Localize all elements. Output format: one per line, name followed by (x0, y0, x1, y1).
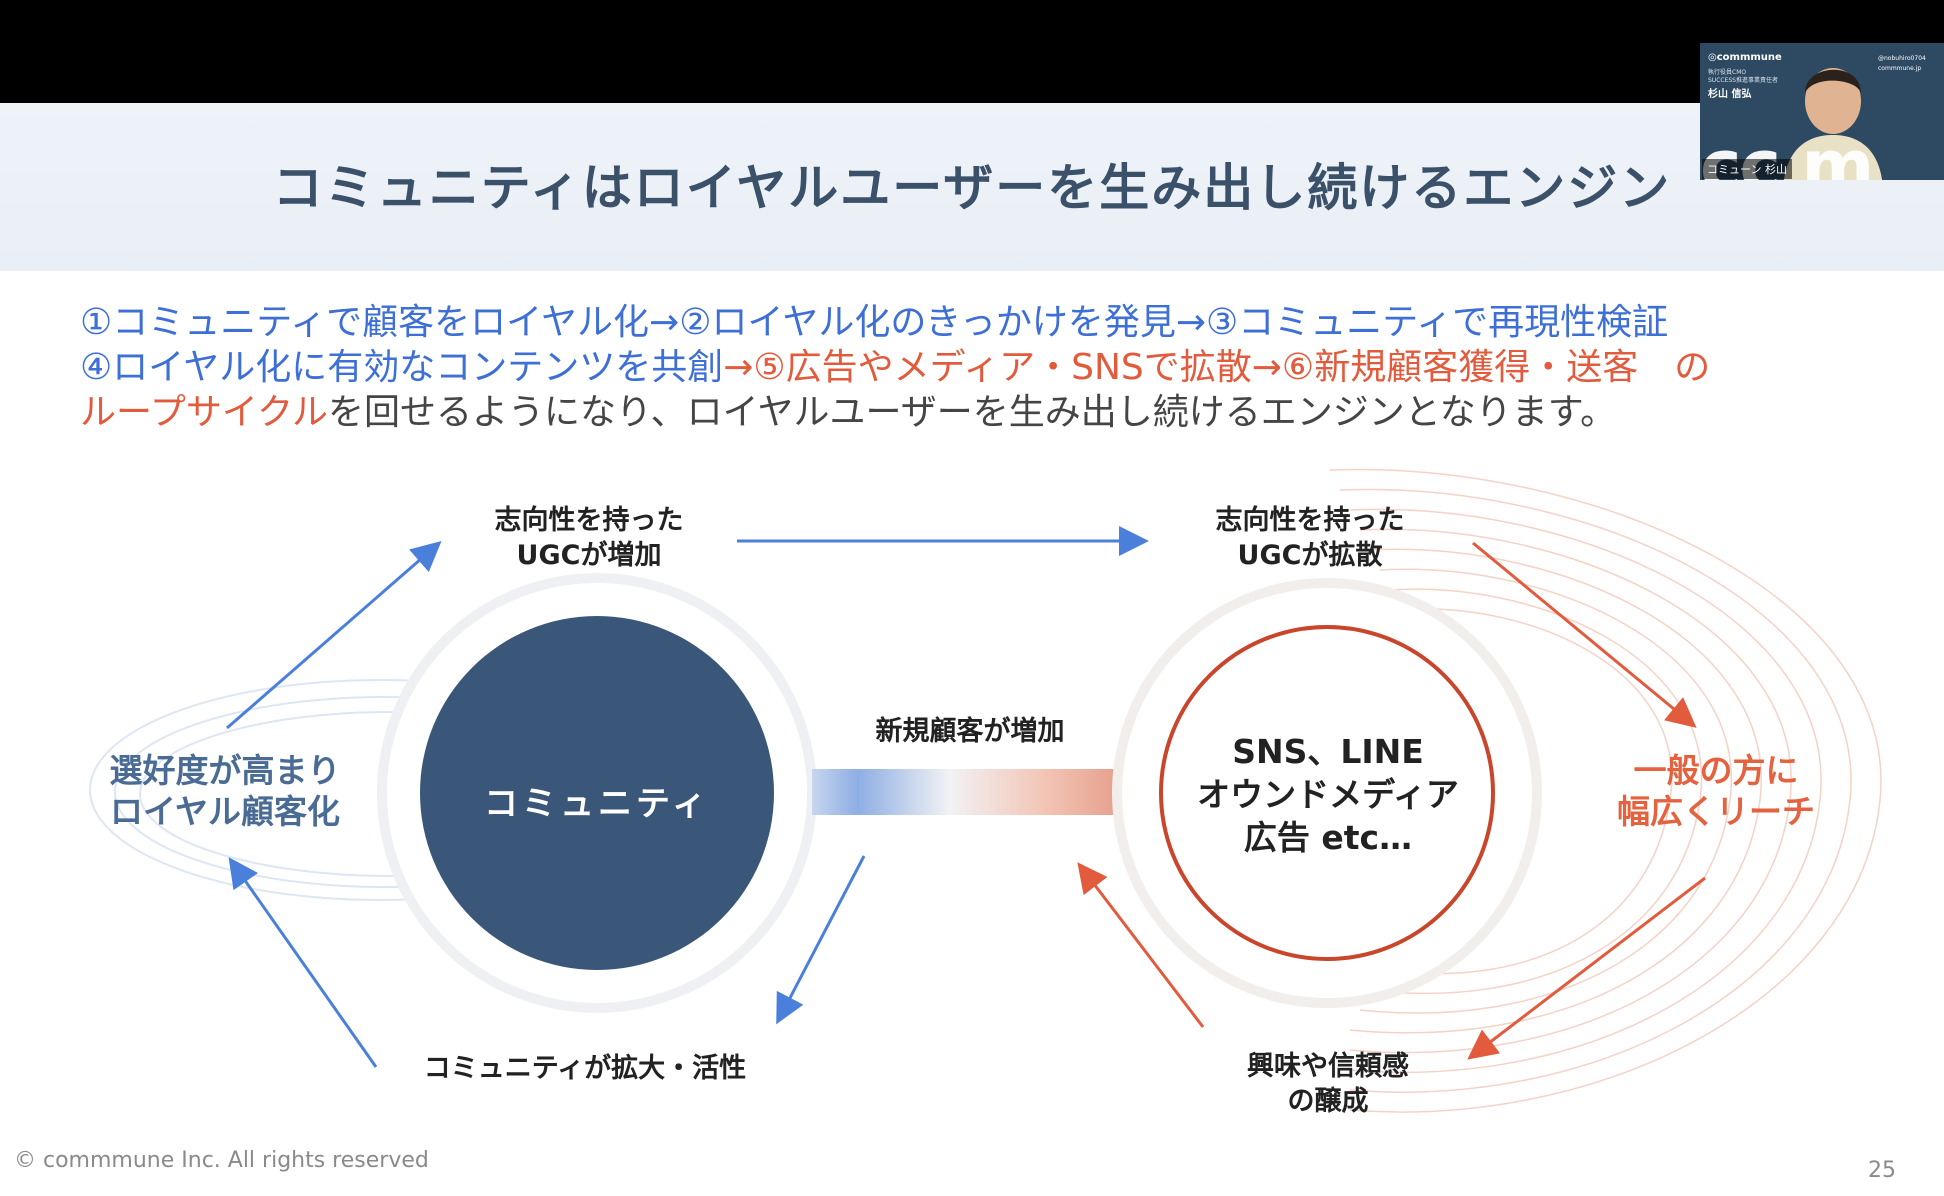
arrow-up-left (226, 541, 442, 730)
webcam-subtitle-1: 執行役員CMO (1708, 69, 1747, 76)
intro-line-3-gray: を回せるようになり、ロイヤルユーザーを生み出し続けるエンジンとなります。 (328, 392, 1617, 433)
webcam-subtitle-2: SUCCESS推進事業責任者 (1708, 77, 1778, 84)
channels-line2: オウンドメディア (1197, 775, 1459, 814)
bottom-right-label: 興味や信頼感 の醸成 (1188, 1049, 1468, 1119)
slide-title: コミュニティはロイヤルユーザーを生み出し続けるエンジン (272, 159, 1672, 217)
channels-line3: 広告 etc… (1243, 818, 1413, 857)
top-black-bar (0, 0, 1944, 103)
bottom-right-label-line1: 興味や信頼感 (1247, 1051, 1409, 1082)
bottom-left-label: コミュニティが拡大・活性 (423, 1053, 747, 1084)
intro-text: ①コミュニティで顧客をロイヤル化→②ロイヤル化のきっかけを発見→③コミュニティで… (80, 300, 1880, 435)
page-number: 25 (1868, 1158, 1896, 1183)
intro-line-3-red: ループサイクル (80, 392, 329, 433)
intro-line-2-red: →⑤広告やメディア・SNSで拡散→⑥新規顧客獲得・送客 の (723, 347, 1711, 388)
webcam-name-tag: コミューン 杉山 (1702, 159, 1792, 179)
copyright-footer: © commmune Inc. All rights reserved (14, 1148, 429, 1173)
arrow-right-down (1472, 541, 1697, 728)
bottom-right-label-line2: の醸成 (1287, 1086, 1369, 1117)
presenter-avatar (1784, 68, 1882, 180)
left-label-line2: ロイヤル顧客化 (109, 792, 340, 831)
intro-line-1: ①コミュニティで顧客をロイヤル化→②ロイヤル化のきっかけを発見→③コミュニティで… (80, 302, 1669, 343)
header-band (0, 103, 1944, 271)
top-left-label: 志向性を持った UGCが増加 (454, 503, 724, 573)
bridge-label: 新規顧客が増加 (875, 716, 1065, 747)
arrow-right-lower (1467, 876, 1706, 1060)
right-label-line1: 一般の方に (1633, 751, 1799, 790)
top-right-label: 志向性を持った UGCが拡散 (1175, 503, 1445, 573)
arrow-down-center (776, 855, 866, 1025)
left-label-line1: 選好度が高まり (109, 751, 341, 790)
top-right-label-line1: 志向性を持った (1215, 505, 1405, 536)
red-wave-lines (1329, 468, 1882, 1113)
top-left-label-line1: 志向性を持った (494, 505, 684, 536)
community-circle (420, 616, 774, 970)
webcam-handle: @nobuhiro0704 (1878, 55, 1926, 62)
arrow-up-center-right (1077, 862, 1205, 1028)
bridge-bar (812, 769, 1118, 815)
channels-circle (1159, 625, 1495, 961)
arrow-bottom-left-up (228, 857, 378, 1068)
channels-circle-label: SNS、LINE オウンドメディア 広告 etc… (1152, 730, 1504, 859)
webcam-presenter-name: 杉山 信弘 (1708, 89, 1752, 100)
webcam-site: commmune.jp (1878, 65, 1922, 72)
top-right-label-line2: UGCが拡散 (1237, 540, 1383, 571)
community-circle-label: コミュニティ (484, 784, 710, 824)
webcam-overlay: ◎commmune 執行役員CMO SUCCESS推進事業責任者 杉山 信弘 @… (1700, 43, 1944, 180)
right-label-line2: 幅広くリーチ (1617, 792, 1815, 831)
left-label: 選好度が高まり ロイヤル顧客化 (80, 750, 370, 832)
webcam-brand: ◎commmune (1708, 52, 1782, 63)
intro-line-2-blue: ④ロイヤル化に有効なコンテンツを共創 (80, 347, 724, 388)
channels-line1: SNS、LINE (1232, 732, 1424, 771)
right-label: 一般の方に 幅広くリーチ (1571, 750, 1861, 832)
top-left-label-line2: UGCが増加 (516, 540, 662, 571)
